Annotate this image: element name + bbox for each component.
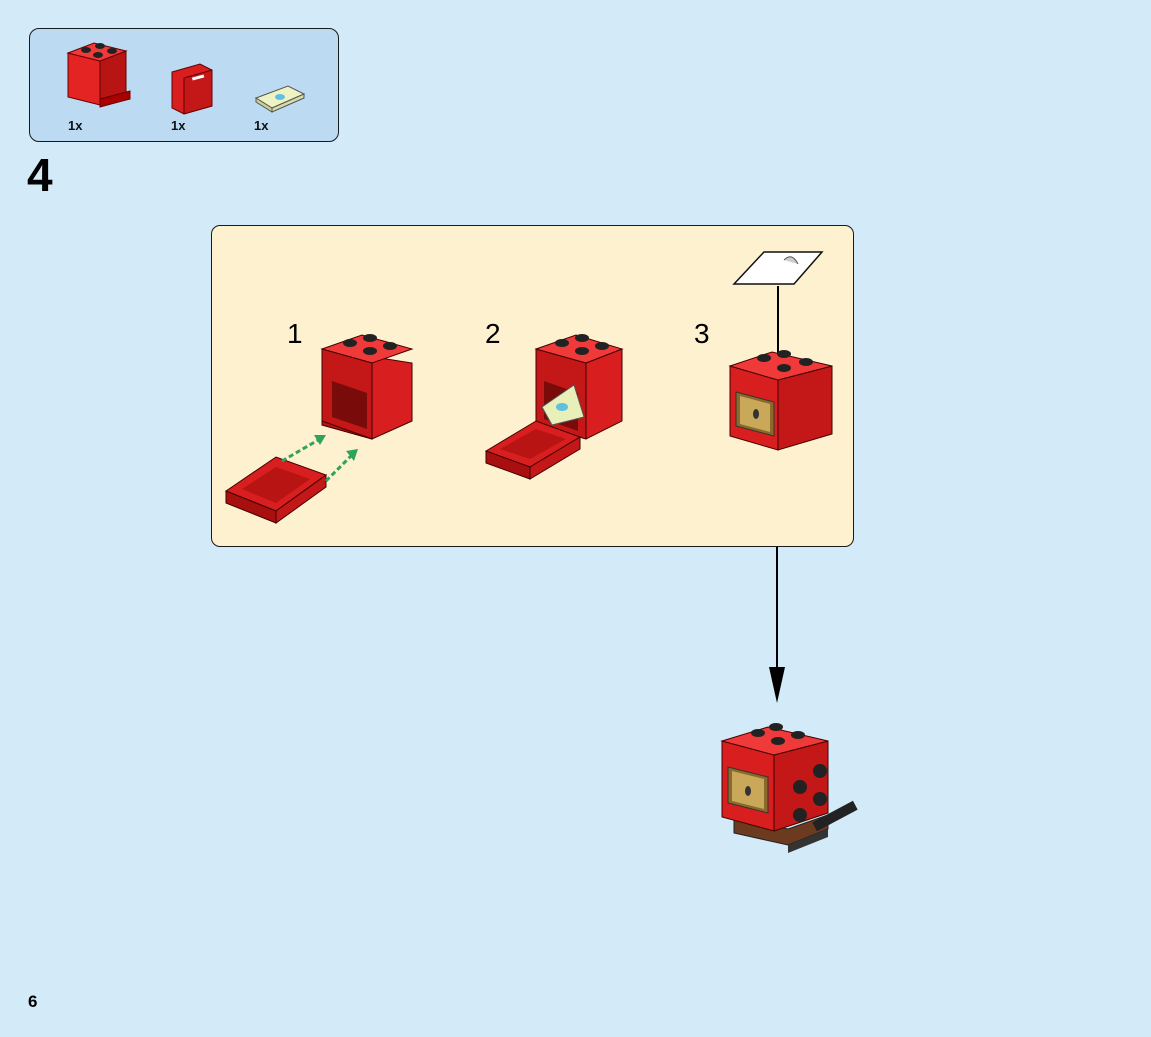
part-2-quantity: 1x xyxy=(171,118,186,133)
part-1-quantity: 1x xyxy=(68,118,83,133)
sub-assembly-panel: 1 2 3 xyxy=(211,225,854,547)
final-model-illustration xyxy=(720,723,858,853)
red-container-box-icon xyxy=(66,42,131,108)
assembly-arrow xyxy=(769,547,785,703)
sub-step-2-illustration xyxy=(484,334,624,480)
red-door-panel-icon xyxy=(171,63,213,115)
sub-step-1-number: 1 xyxy=(287,318,303,349)
sub-step-2-number: 2 xyxy=(485,318,501,349)
page-number: 6 xyxy=(28,992,38,1011)
sub-step-3-illustration xyxy=(728,251,833,451)
step-number: 4 xyxy=(27,149,53,201)
sub-step-1-illustration xyxy=(224,334,414,524)
sub-step-3-number: 3 xyxy=(694,318,710,349)
part-3-quantity: 1x xyxy=(254,118,269,133)
printed-tile-money-icon xyxy=(254,85,306,113)
parts-list-box: 1x 1x 1x xyxy=(29,28,339,142)
